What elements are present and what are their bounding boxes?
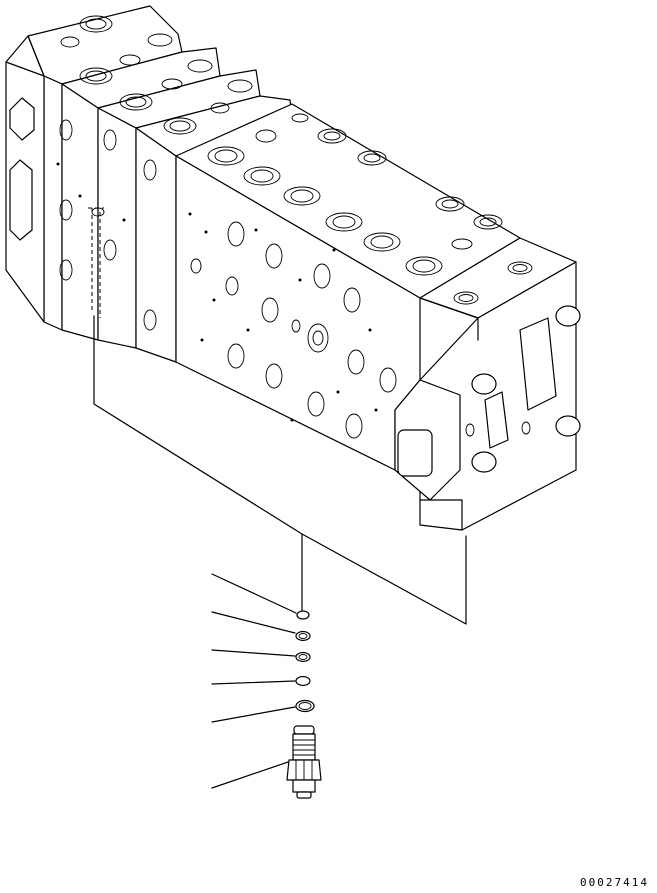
part-backup-ring-2 <box>212 650 310 662</box>
part-relief-valve <box>212 726 321 798</box>
part-backup-ring-1 <box>212 612 310 641</box>
valve-section-4 <box>136 96 292 362</box>
leader-line-5 <box>212 707 295 722</box>
drawing-number: 00027414 <box>580 876 649 889</box>
leader-line-1 <box>212 574 296 613</box>
leader-line-4 <box>212 681 295 684</box>
leader-line-2 <box>212 612 295 633</box>
part-o-ring <box>212 701 314 723</box>
valve-section-main <box>176 104 520 470</box>
callout-bracket <box>94 316 466 624</box>
leader-line-3 <box>212 650 295 656</box>
control-valve-assembly <box>6 6 580 530</box>
leader-line-6 <box>212 762 288 788</box>
bolt-icon <box>472 306 580 472</box>
valve-section-3 <box>98 70 260 348</box>
port-holes <box>61 16 532 304</box>
part-plug <box>212 574 309 619</box>
face-holes <box>56 120 531 438</box>
valve-section-left-end <box>6 6 182 330</box>
part-o-ring-small <box>212 677 310 686</box>
